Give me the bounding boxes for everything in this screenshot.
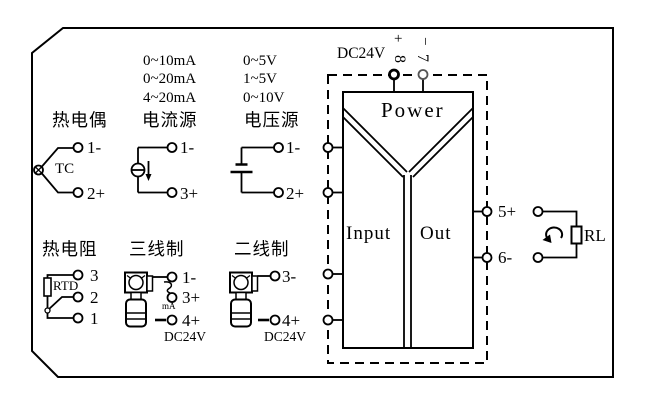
supply-voltage-label: DC24V (337, 45, 386, 62)
current-source-label: 电流源 (142, 110, 198, 130)
outer-frame (31, 27, 614, 378)
input-section-label: Input (346, 223, 392, 244)
current-range-2: 0~20mA (143, 71, 197, 87)
tc-terminal-1: 1- (87, 138, 102, 157)
voltage-source-label: 电压源 (244, 110, 300, 130)
tc-tag: TC (55, 161, 75, 177)
two-wire-label: 二线制 (234, 239, 290, 259)
supply-terminals (388, 68, 429, 92)
tw3-terminal-4: 4+ (182, 310, 201, 330)
output-terminal-5: 5+ (498, 202, 517, 221)
current-arrow-icon (145, 161, 152, 181)
tw3-terminal-1: 1- (182, 267, 197, 287)
supply-minus-sign: − (416, 37, 433, 46)
rtd-terminal-1: 1 (90, 308, 99, 328)
tw2-terminal-3: 3- (282, 266, 297, 286)
rtd-label: 热电阻 (42, 239, 98, 259)
voltage-range-3: 0~10V (243, 89, 285, 106)
thermocouple-label: 热电偶 (52, 110, 108, 130)
rtd-tag: RTD (53, 278, 79, 293)
transmitter-3wire-icon (124, 271, 178, 328)
load-resistor (570, 225, 583, 245)
output-terminal-stubs (473, 206, 493, 263)
power-section-label: Power (381, 98, 445, 122)
current-range-3: 4~20mA (143, 89, 197, 106)
transmitter-2wire-icon (229, 270, 281, 328)
terminal-7-circle (417, 69, 429, 80)
voltage-range-1: 0~5V (243, 52, 277, 69)
terminal-8-circle (388, 68, 400, 81)
isolation-dashed-box (327, 74, 488, 364)
vs-terminal-2: 2+ (286, 183, 305, 203)
rtd-symbol (43, 269, 84, 324)
load-circuit (532, 206, 583, 263)
thermocouple-symbol (33, 142, 84, 198)
voltage-range-2: 1~5V (243, 71, 277, 87)
tc-terminal-2: 2+ (87, 183, 106, 203)
cs-terminal-1: 1- (180, 138, 195, 157)
current-range-1: 0~10mA (143, 52, 197, 69)
rtd-terminal-3: 3 (90, 265, 99, 285)
output-terminal-6: 6- (498, 248, 513, 267)
load-resistor-label: RL (584, 226, 606, 245)
two-wire-supply-label: DC24V (264, 329, 307, 344)
current-direction-arrow (542, 226, 564, 243)
input-terminal-stubs (322, 142, 343, 326)
terminal-8-number: 8 (391, 55, 408, 63)
y-isolation-divider (342, 107, 474, 348)
voltage-source-symbol (230, 142, 284, 198)
supply-plus-sign: + (394, 31, 403, 47)
terminal-7-number: 7 (414, 54, 431, 62)
current-source-symbol (130, 142, 178, 198)
tw3-terminal-3: 3+ (182, 288, 201, 307)
cs-terminal-3: 3+ (180, 183, 199, 203)
output-section-label: Out (420, 223, 452, 244)
tw2-terminal-4: 4+ (282, 310, 301, 330)
isolator-block (342, 91, 474, 349)
ma-meter-label: mA (162, 301, 176, 311)
three-wire-supply-label: DC24V (164, 329, 207, 344)
rtd-terminal-2: 2 (90, 287, 99, 307)
three-wire-label: 三线制 (129, 239, 185, 259)
vs-terminal-1: 1- (286, 138, 301, 157)
